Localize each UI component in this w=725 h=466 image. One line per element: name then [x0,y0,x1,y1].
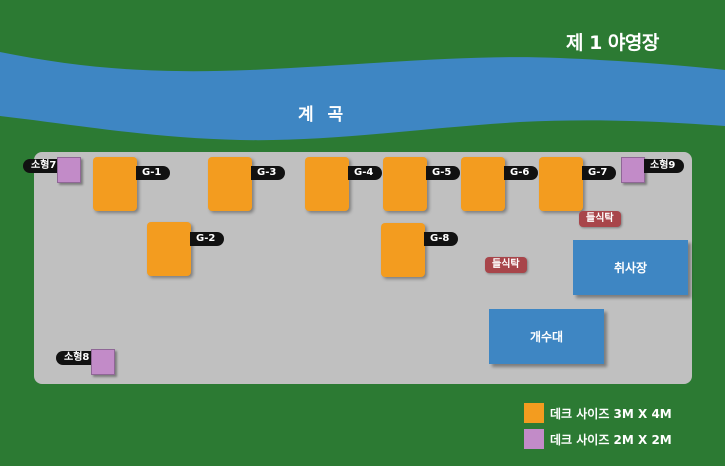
site-g4-label: G-4 [348,166,383,180]
site-g7-deck[interactable] [539,157,583,211]
legend-large-deck: 데크 사이즈 3M X 4M [524,403,672,423]
site-g7-label: G-7 [582,166,617,180]
site-small9-label: 소형9 [644,159,685,173]
river-label: 계 곡 [298,105,348,125]
site-g5-label: G-5 [426,166,461,180]
kitchen-building: 취사장 [573,240,688,295]
picnic-table-2: 들식탁 [485,257,527,273]
site-g6-label: G-6 [504,166,539,180]
site-g1-label: G-1 [136,166,171,180]
site-small7-deck[interactable] [57,157,81,183]
legend-large-label: 데크 사이즈 3M X 4M [550,406,672,421]
picnic-table-1: 들식탁 [579,211,621,227]
site-small8-label: 소형8 [56,351,94,365]
legend-small-label: 데크 사이즈 2M X 2M [550,432,672,447]
site-small7-label: 소형7 [23,159,61,173]
site-g8-label: G-8 [424,232,459,246]
site-g4-deck[interactable] [305,157,349,211]
legend-small-swatch [524,429,544,449]
site-g8-deck[interactable] [381,223,425,277]
sink-building: 개수대 [489,309,604,364]
site-g2-label: G-2 [190,232,225,246]
legend-large-swatch [524,403,544,423]
page-title: 제 1 야영장 [566,32,659,54]
site-g6-deck[interactable] [461,157,505,211]
site-g3-label: G-3 [251,166,286,180]
legend-small-deck: 데크 사이즈 2M X 2M [524,429,672,449]
site-g1-deck[interactable] [93,157,137,211]
site-g3-deck[interactable] [208,157,252,211]
site-small8-deck[interactable] [91,349,115,375]
site-g2-deck[interactable] [147,222,191,276]
site-g5-deck[interactable] [383,157,427,211]
site-small9-deck[interactable] [621,157,645,183]
